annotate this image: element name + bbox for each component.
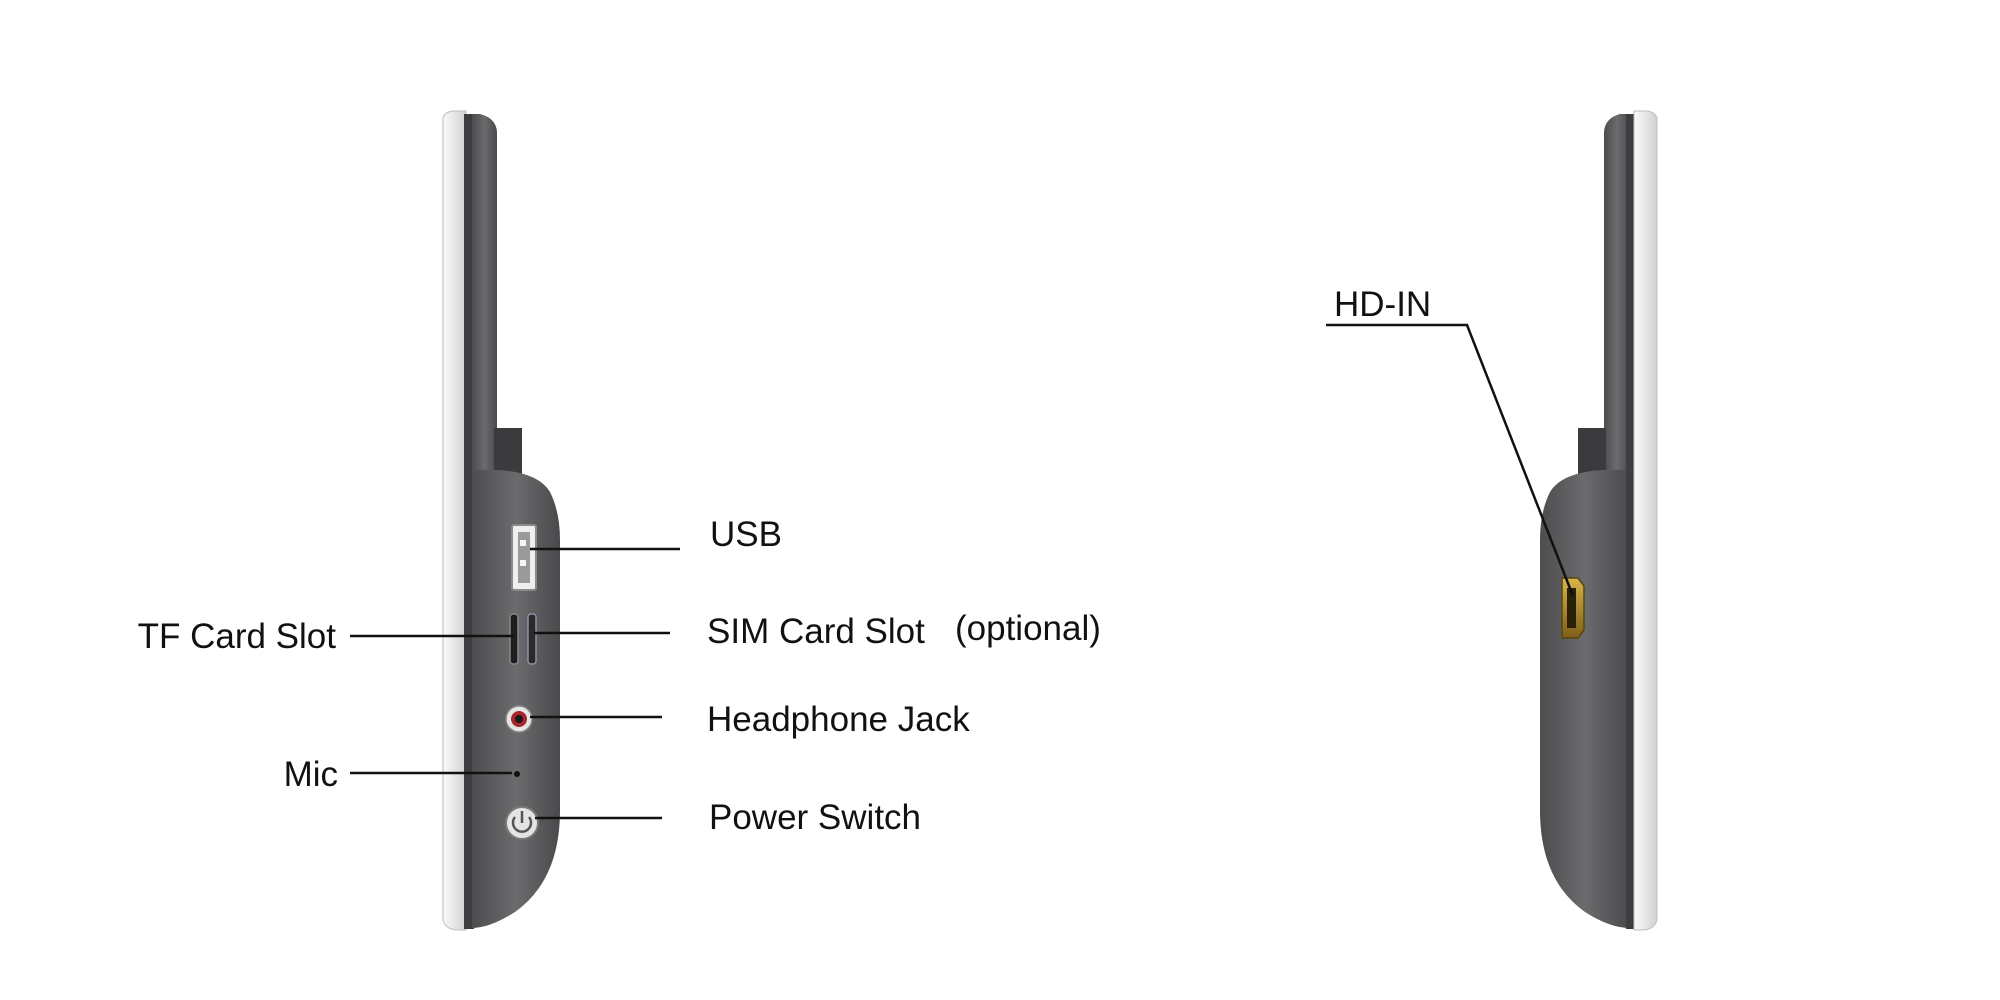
- headphone-jack-label: Headphone Jack: [707, 700, 970, 739]
- power-switch: [505, 806, 539, 840]
- right-device-front-frame: [1633, 110, 1658, 931]
- left-device-panel-edge: [464, 114, 474, 929]
- usb-port: [511, 524, 537, 591]
- left-device-lower-body: [472, 470, 560, 928]
- callout-labels: USB SIM Card Slot (optional) TF Card Slo…: [138, 285, 1432, 837]
- mic-label: Mic: [284, 755, 338, 794]
- left-device-upper-body: [472, 114, 497, 470]
- right-device-upper-body: [1604, 114, 1630, 470]
- headphone-jack: [505, 705, 533, 733]
- sim-card-slot: [527, 613, 537, 665]
- leader-lines: [350, 323, 1575, 820]
- sim-optional-label: (optional): [955, 609, 1101, 648]
- hd-in-port: [1561, 577, 1585, 639]
- hd-in-label: HD-IN: [1334, 285, 1431, 324]
- sim-card-slot-label: SIM Card Slot: [707, 612, 925, 651]
- right-device-side-view: [1540, 110, 1658, 931]
- hd-in-leader: [1326, 323, 1575, 597]
- mic-hole: [514, 771, 520, 777]
- tf-card-slot-label: TF Card Slot: [138, 617, 337, 656]
- tf-card-slot: [509, 613, 519, 665]
- left-device-side-view: [442, 110, 560, 931]
- right-device-panel-edge: [1626, 114, 1636, 929]
- left-device-front-frame: [442, 110, 467, 931]
- right-device-lower-body: [1540, 470, 1630, 928]
- usb-label: USB: [710, 515, 782, 554]
- power-switch-label: Power Switch: [709, 798, 921, 837]
